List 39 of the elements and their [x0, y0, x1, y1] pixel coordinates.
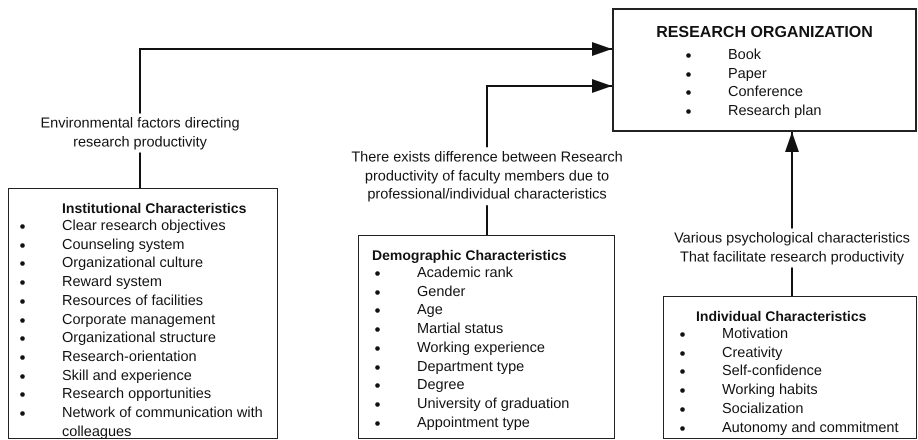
list-item: Degree — [365, 376, 608, 395]
list-item: Corporate management — [15, 310, 271, 330]
list-item: Martial status — [365, 320, 608, 339]
list-item: Paper — [624, 64, 905, 84]
text-box — [358, 235, 615, 439]
list-item: Creativity — [670, 344, 910, 362]
list-item: Organizational culture — [15, 254, 271, 274]
list-item: Age — [365, 301, 608, 320]
box-heading: RESEARCH ORGANIZATION — [655, 23, 874, 43]
box-heading: Demographic Characteristics — [371, 246, 568, 264]
arrow — [139, 42, 612, 188]
text-box — [663, 296, 917, 439]
list-item: Working habits — [670, 381, 910, 400]
list-item: Book — [624, 46, 905, 65]
list-item: Appointment type — [365, 414, 608, 432]
list-item: Motivation — [670, 325, 910, 344]
list-item: Socialization — [670, 400, 910, 419]
list-item: Research plan — [624, 102, 905, 121]
text-box — [8, 188, 278, 439]
list-item: Research-orientation — [15, 348, 271, 367]
list-item: Skill and experience — [15, 366, 271, 386]
list-item: Reward system — [15, 273, 271, 292]
list-item: Research opportunities — [15, 385, 271, 404]
list-item: Working experience — [365, 338, 608, 358]
list-item: Counseling system — [15, 236, 271, 254]
list-item: Autonomy and commitment — [670, 418, 910, 438]
list-item: Organizational structure — [15, 329, 271, 348]
list-item: Conference — [624, 83, 905, 102]
list-item: Department type — [365, 358, 608, 376]
list-item: Clear research objectives — [15, 217, 271, 236]
list-item: Self-confidence — [670, 362, 910, 382]
list-item: Gender — [365, 282, 608, 302]
list-item: Network of communication with colleagues — [15, 404, 271, 440]
list-item: Academic rank — [365, 264, 608, 283]
text-box — [612, 8, 917, 132]
box-heading: Institutional Characteristics — [61, 199, 248, 217]
list-item: University of graduation — [365, 394, 608, 414]
box-heading: Individual Characteristics — [695, 307, 868, 325]
list-item: Resources of facilities — [15, 292, 271, 311]
